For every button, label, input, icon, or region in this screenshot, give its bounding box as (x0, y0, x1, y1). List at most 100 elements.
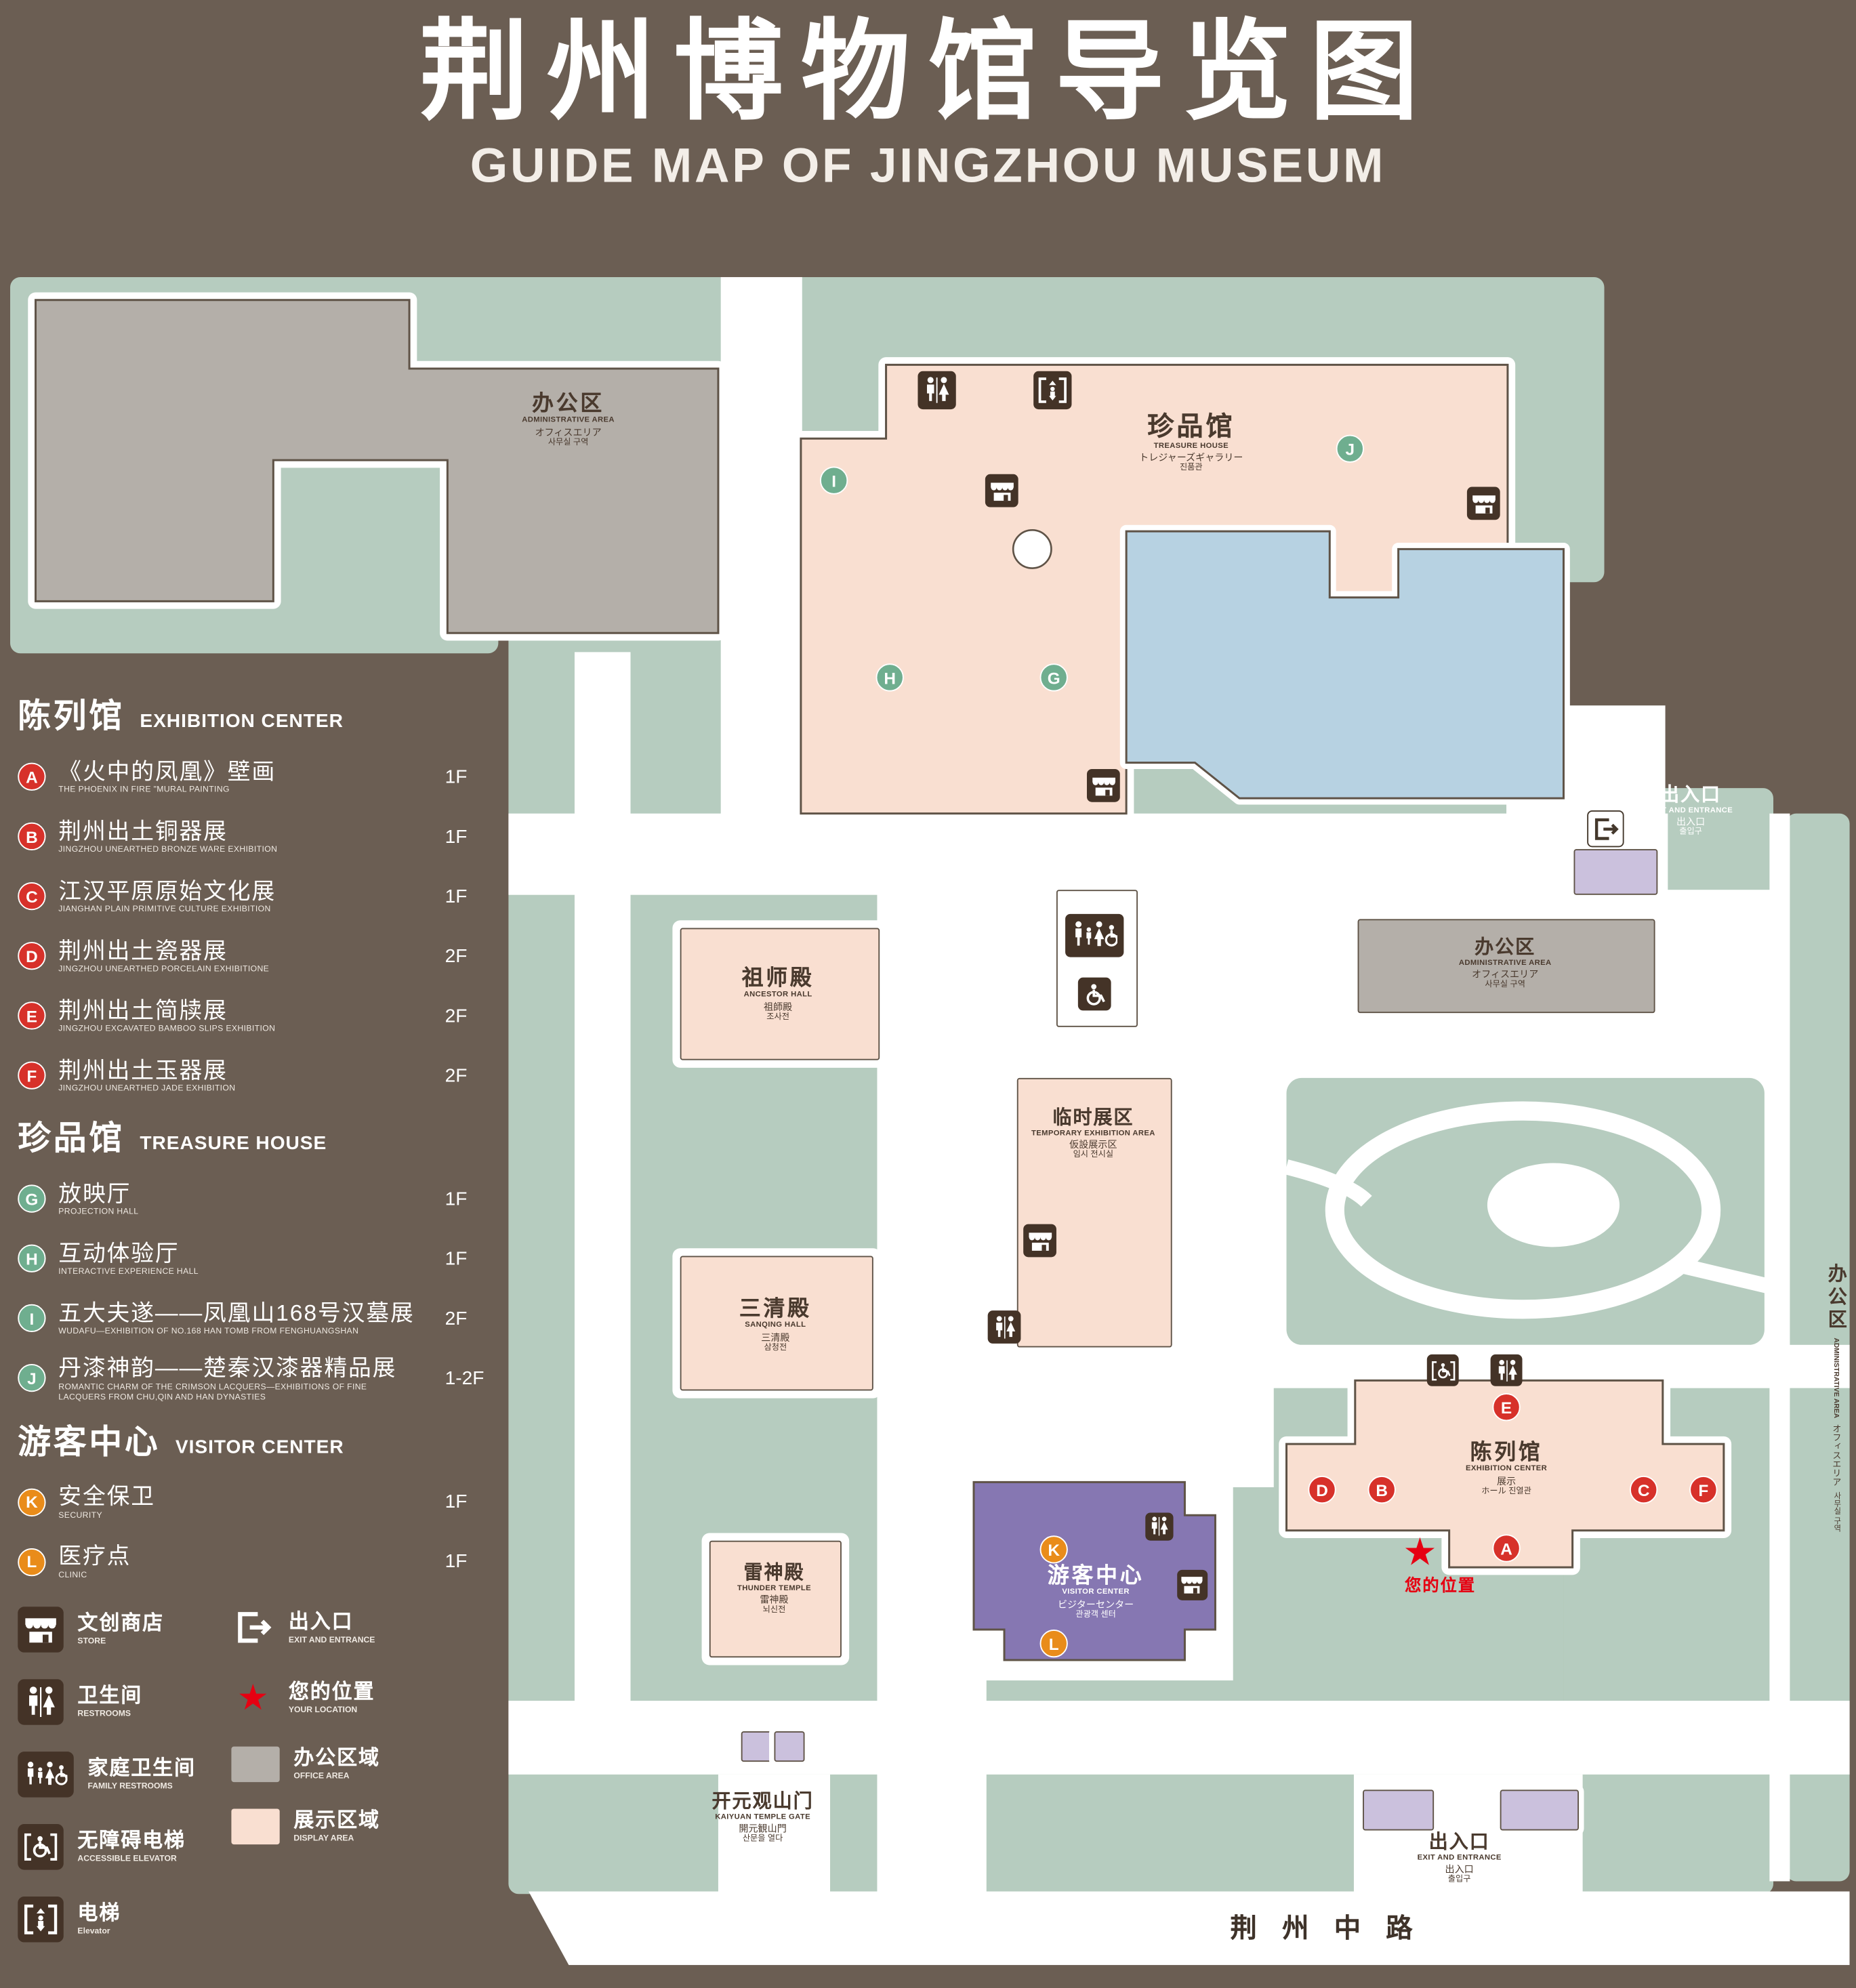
section-title-en: TREASURE HOUSE (140, 1132, 327, 1155)
path-central-axis (877, 650, 987, 1894)
lawn-left-wing (10, 531, 499, 654)
map-marker-G: G (1039, 663, 1068, 692)
floor-label: 2F (445, 1307, 468, 1329)
marker-badge: K (18, 1488, 46, 1516)
path-admin-treasure (720, 276, 802, 837)
floor-label: 1-2F (445, 1367, 484, 1390)
marker-badge: B (18, 822, 46, 851)
label-ancestor-hall: 祖师殿 ANCESTOR HALL 祖師殿 조사전 (741, 966, 814, 1022)
path-bottom-corridor (508, 1701, 1850, 1775)
label-exhibition-center: 陈列馆 EXHIBITION CENTER 展示 ホール 진열관 (1465, 1440, 1548, 1495)
label-treasure-house: 珍品馆 TREASURE HOUSE トレジャーズギャラリー 진품관 (1139, 412, 1243, 473)
marker-badge: A (18, 762, 46, 791)
section-title-zh: 珍品馆 (18, 1118, 125, 1157)
legend-section-exhibition-center: 陈列馆 EXHIBITION CENTER (18, 690, 493, 737)
marker-badge: L (18, 1548, 46, 1576)
floor-label: 2F (445, 945, 468, 967)
label-admin-top: 办公区 ADMINISTRATIVE AREA オフィスエリア 사무실 구역 (522, 391, 615, 447)
restrooms-icon (18, 1678, 64, 1725)
map-marker-A: A (1492, 1534, 1521, 1562)
office-area-swatch (231, 1746, 280, 1782)
ancestor-hall-building (680, 928, 880, 1060)
admin-right-building (1357, 919, 1655, 1014)
display-area-swatch (231, 1808, 280, 1844)
path-gate-gap (718, 1774, 831, 1897)
map-marker-H: H (875, 663, 904, 692)
marker-badge: E (18, 1001, 46, 1030)
floor-label: 1F (445, 1551, 468, 1573)
floor-label: 1F (445, 1491, 468, 1513)
label-visitor-center: 游客中心 VISITOR CENTER ビジターセンター 관광객 센터 (1047, 1563, 1144, 1619)
section-title-zh: 游客中心 (18, 1422, 161, 1461)
map-marker-J: J (1336, 434, 1364, 463)
plaza-top-right-exit (1506, 705, 1666, 821)
poster-header: 荆州博物馆导览图 GUIDE MAP OF JINGZHOU MUSEUM (0, 0, 1856, 195)
elevator-icon (1033, 371, 1072, 410)
road-jingzhou-middle (529, 1891, 1850, 1966)
legend-section-treasure-house: 珍品馆 TREASURE HOUSE (18, 1113, 493, 1159)
label-admin-right: 办公区 ADMINISTRATIVE AREA オフィスエリア 사무실 구역 (1458, 936, 1552, 989)
map-marker-K: K (1039, 1535, 1068, 1564)
marker-badge: J (18, 1364, 46, 1392)
path-exhibition-front (1264, 1344, 1850, 1388)
floor-label: 2F (445, 1004, 468, 1027)
map-marker-I: I (820, 466, 848, 495)
store-icon (1466, 486, 1500, 520)
marker-badge: G (18, 1184, 46, 1213)
label-admin-side: 办公区 ADMINISTRATIVE AREA オフィスエリア 사무실 구역 (1825, 1264, 1847, 1533)
label-exit-bottom: 出入口 EXIT AND ENTRANCE 出入口 출입구 (1417, 1831, 1502, 1884)
accessible-elevator-icon (18, 1823, 64, 1870)
label-road: 荆 州 中 路 (1230, 1914, 1422, 1944)
path-far-right-separator (1769, 813, 1790, 1882)
map-marker-B: B (1367, 1476, 1396, 1504)
marker-badge: D (18, 942, 46, 970)
floor-label: 1F (445, 766, 468, 788)
your-location-star-icon: ★ (236, 1677, 269, 1718)
label-gate: 开元观山门 KAIYUAN TEMPLE GATE 開元観山門 산문을 열다 (712, 1791, 814, 1844)
store-icon (1086, 768, 1120, 802)
exit-icon (231, 1607, 274, 1650)
legend-section-visitor-center: 游客中心 VISITOR CENTER (18, 1415, 493, 1462)
poster-subtitle: GUIDE MAP OF JINGZHOU MUSEUM (470, 140, 1386, 194)
map-marker-L: L (1039, 1630, 1068, 1658)
your-location-label: 您的位置 (1404, 1575, 1477, 1595)
label-sanqing-hall: 三清殿 SANQING HALL 三清殿 삼청전 (739, 1296, 812, 1352)
floor-label: 1F (445, 825, 468, 848)
store-icon (1023, 1224, 1056, 1258)
restrooms-icon (1490, 1354, 1523, 1386)
path-main-corridor (508, 813, 1668, 895)
map-marker-D: D (1308, 1476, 1336, 1504)
map-marker-F: F (1689, 1476, 1718, 1504)
poster-title: 荆州博物馆导览图 (419, 11, 1437, 133)
marker-badge: H (18, 1244, 46, 1272)
exit-icon (1587, 810, 1624, 848)
gate-pylon-right (774, 1731, 805, 1762)
map-marker-C: C (1630, 1476, 1658, 1504)
family-restrooms-icon (18, 1751, 74, 1798)
section-title-en: VISITOR CENTER (175, 1436, 344, 1458)
accessible-elevator-icon (1426, 1354, 1459, 1386)
section-title-en: EXHIBITION CENTER (140, 710, 344, 732)
restrooms-icon (987, 1310, 1021, 1344)
temporary-exhibition-building (1016, 1077, 1172, 1348)
family-restrooms-icon (1065, 913, 1124, 957)
floor-label: 1F (445, 885, 468, 907)
map-marker-E: E (1492, 1393, 1521, 1422)
